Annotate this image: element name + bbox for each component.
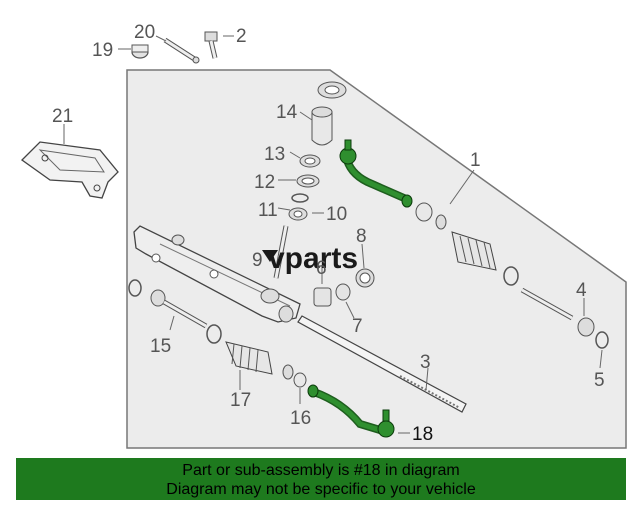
part-rack-housing[interactable] [133, 225, 301, 323]
callout-9: 9 [252, 250, 263, 271]
part-boot-17[interactable] [225, 341, 273, 375]
callout-21: 21 [52, 106, 73, 127]
callout-5: 5 [594, 370, 605, 391]
vparts-watermark: vparts [262, 242, 358, 275]
part-spring-7[interactable] [335, 283, 351, 301]
part-tie-rod-end-18-upper[interactable] [339, 139, 413, 208]
callout-3: 3 [420, 352, 431, 373]
part-pinion-shaft-9[interactable] [273, 225, 289, 279]
banner-line-2: Diagram may not be specific to your vehi… [166, 481, 476, 498]
part-bracket-21[interactable] [20, 141, 119, 199]
callout-8: 8 [356, 226, 367, 247]
part-yoke-6[interactable] [313, 287, 332, 307]
part-oring-11[interactable] [291, 193, 309, 203]
part-inner-tie-rod-4[interactable] [520, 287, 595, 337]
part-nut-19[interactable] [131, 44, 149, 59]
part-inner-tie-rod-15[interactable] [150, 289, 208, 329]
part-clamp-right[interactable] [415, 202, 447, 230]
part-clamp-right-outer[interactable] [503, 266, 519, 286]
part-boot-right[interactable] [451, 231, 497, 271]
parts-diagram: vparts 19 20 2 21 14 13 12 11 10 1 9 8 6… [20, 22, 627, 449]
part-oring-left[interactable] [128, 279, 142, 297]
part-clamp-left[interactable] [206, 324, 222, 344]
callout-10: 10 [326, 204, 347, 225]
part-pinion-housing-14[interactable] [311, 81, 347, 146]
callout-14: 14 [276, 102, 298, 123]
callout-12: 12 [254, 172, 275, 193]
callout-19: 19 [92, 40, 113, 61]
leader-lines [63, 35, 603, 434]
part-tie-rod-end-18-lower[interactable] [307, 384, 395, 438]
part-seal-13[interactable] [299, 154, 321, 168]
part-bolt-20[interactable] [163, 37, 200, 64]
part-clamp-16[interactable] [282, 364, 307, 388]
callout-15: 15 [150, 336, 171, 357]
callout-18: 18 [412, 424, 433, 445]
callout-7: 7 [352, 316, 363, 337]
watermark-text: vparts [268, 242, 358, 275]
callout-20: 20 [134, 22, 155, 43]
part-rack-bar-3[interactable] [297, 315, 467, 413]
callout-17: 17 [230, 390, 251, 411]
part-bearing-10[interactable] [288, 207, 308, 221]
callout-2: 2 [236, 26, 247, 47]
info-banner: Part or sub-assembly is #18 in diagram D… [16, 458, 626, 500]
part-seal-12[interactable] [296, 174, 320, 188]
callout-16: 16 [290, 408, 311, 429]
part-plug-8[interactable] [355, 268, 375, 288]
banner-line-1: Part or sub-assembly is #18 in diagram [182, 462, 460, 479]
part-bolt-2[interactable] [204, 31, 218, 59]
callout-11: 11 [258, 200, 278, 221]
callout-6: 6 [316, 258, 327, 279]
callout-4: 4 [576, 280, 587, 301]
callout-13: 13 [264, 144, 285, 165]
part-oring-5[interactable] [595, 331, 609, 349]
callout-1: 1 [470, 150, 481, 171]
